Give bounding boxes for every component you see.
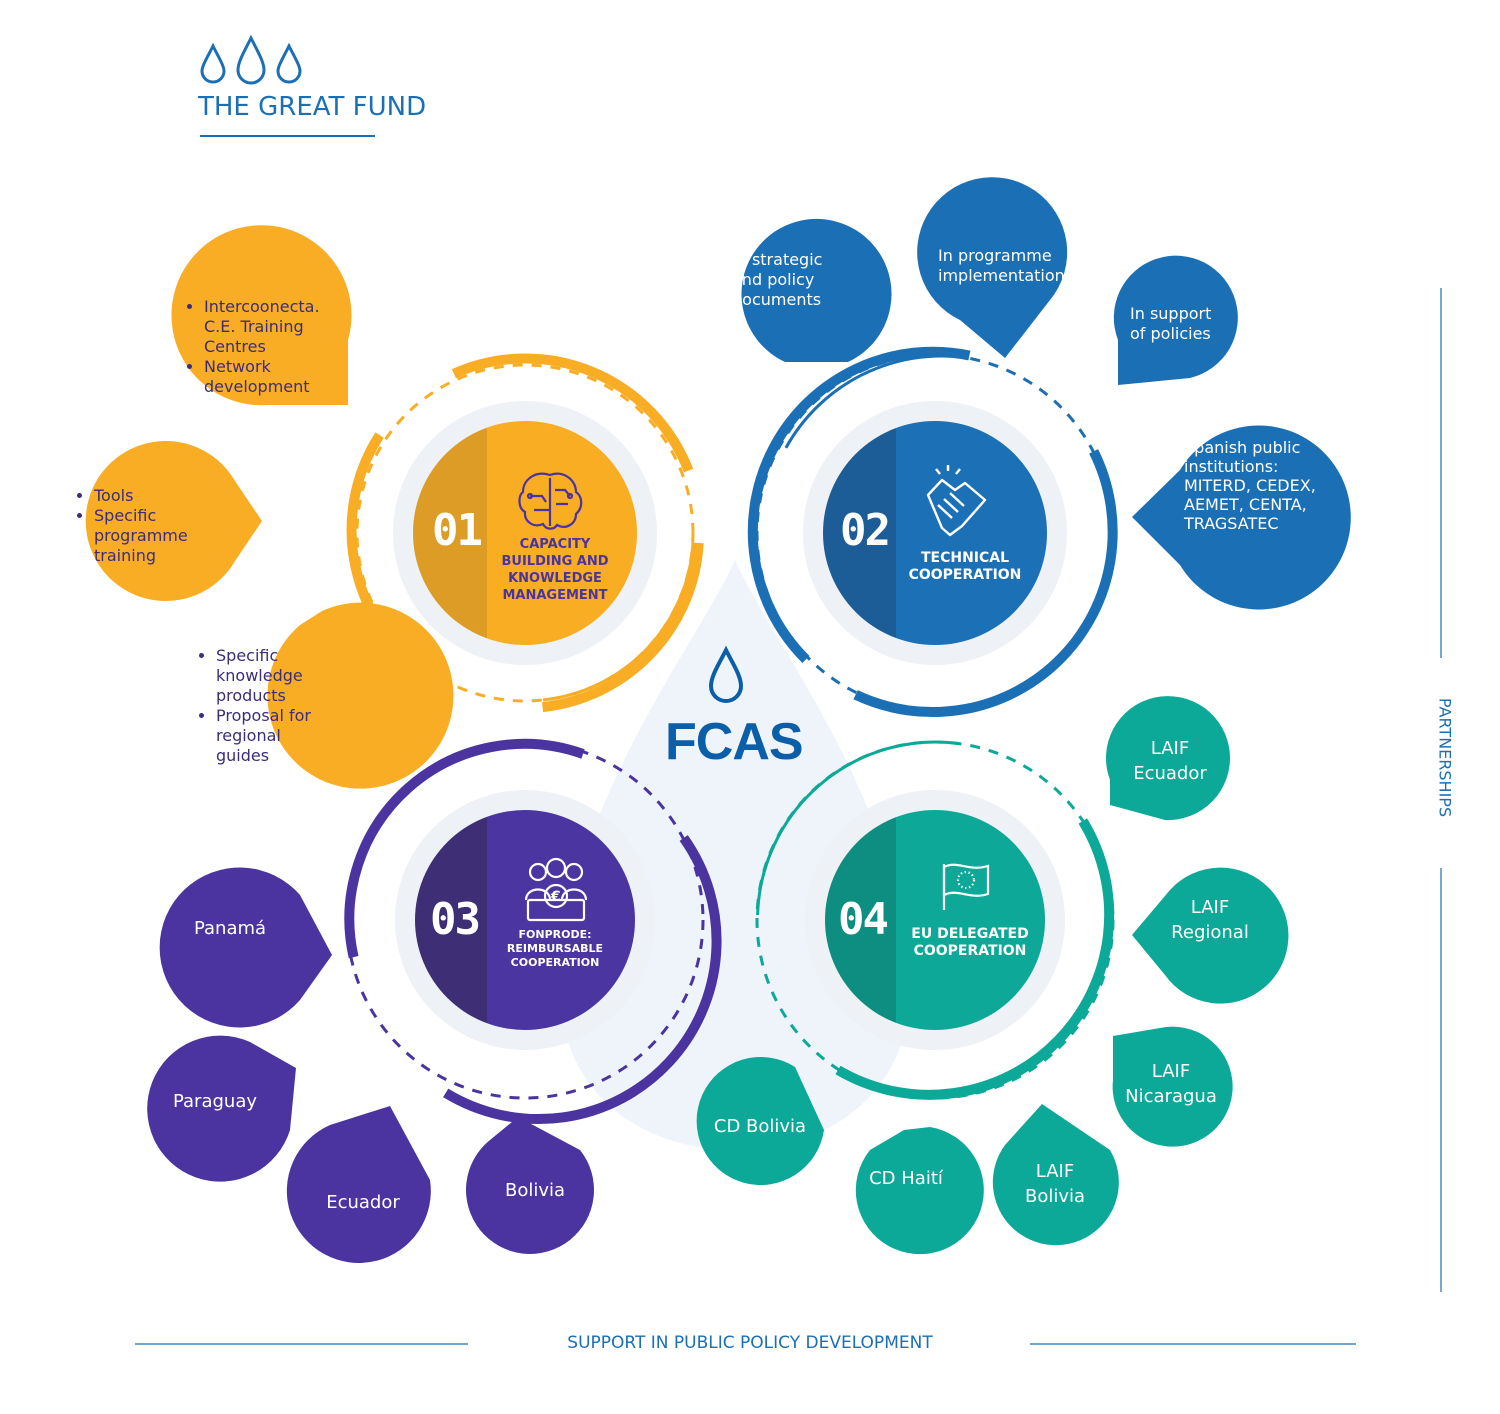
- hub-label: FCAS: [665, 713, 804, 771]
- brain-circuit-icon: [518, 472, 583, 530]
- partnerships-label: PARTNERSHIPS: [1435, 697, 1455, 818]
- node-04-caption: EU DELEGATED COOPERATION: [911, 926, 1029, 959]
- teal-bubble-3: [1112, 1026, 1233, 1147]
- orange-group: [85, 225, 704, 789]
- node-03-caption: FONPRODE: REIMBURSABLE COOPERATION: [506, 928, 604, 969]
- teal-bubble-1-text: LAIF Ecuador: [1133, 738, 1207, 784]
- eu-flag-icon: [942, 863, 990, 910]
- bullet-item: Intercoonecta. C.E. Training Centres: [204, 297, 336, 357]
- node-01-disc: [393, 401, 657, 665]
- bullet-item: Network development: [204, 357, 336, 397]
- footer-label: SUPPORT IN PUBLIC POLICY DEVELOPMENT: [567, 1333, 933, 1353]
- fcas-drop: [559, 560, 911, 1150]
- purple-bubble-3-text: Ecuador: [326, 1192, 400, 1213]
- bullet-item: Specific knowledge products: [216, 646, 338, 706]
- bullet-item: Tools: [94, 486, 216, 506]
- blue-bubble-2: [917, 177, 1068, 358]
- purple-bubble-4: [466, 1117, 595, 1254]
- people-euro-icon: €: [524, 857, 588, 922]
- node-01-number: 01: [432, 505, 483, 556]
- purple-group: [147, 738, 722, 1263]
- node-02-caption: TECHNICAL COOPERATION: [908, 550, 1022, 583]
- blue-bubble-2-text: In programme implementation: [938, 246, 1065, 285]
- purple-bubble-2-text: Paraguay: [172, 1091, 258, 1112]
- blue-bubble-4: [1132, 425, 1351, 610]
- orange-bubble-3-text: Specific knowledge productsProposal for …: [198, 646, 338, 766]
- node-04-number: 04: [838, 894, 889, 945]
- teal-bubble-2: [1132, 867, 1289, 1004]
- purple-bubble-2: [147, 1035, 296, 1182]
- teal-bubble-3-text: LAIF Nicaragua: [1125, 1061, 1217, 1107]
- blue-bubble-3: [1113, 255, 1238, 385]
- page-title: THE GREAT FUND: [198, 92, 427, 122]
- orange-bubble-1: [171, 225, 352, 406]
- purple-bubble-4-text: Bolivia: [504, 1180, 566, 1201]
- bullet-item: Specific programme training: [94, 506, 216, 566]
- blue-bubble-4-text: Spanish public institutions: MITERD, CED…: [1184, 438, 1316, 533]
- node-01-caption: CAPACITY BUILDING AND KNOWLEDGE MANAGEME…: [501, 537, 609, 603]
- purple-bubble-1-text: Panamá: [193, 918, 267, 939]
- node-02-number: 02: [840, 505, 891, 556]
- teal-bubble-6: [696, 1056, 824, 1185]
- purple-bubble-3: [286, 1106, 431, 1263]
- blue-bubble-3-text: In support of policies: [1130, 304, 1212, 343]
- orange-bubble-1-text: Intercoonecta. C.E. Training CentresNetw…: [186, 297, 336, 397]
- water-drops-icon: [200, 34, 302, 85]
- orange-bubble-2-text: ToolsSpecific programme training: [76, 486, 216, 566]
- blue-bubble-1-text: In strategic and policy documents: [732, 250, 823, 309]
- blue-group: [741, 177, 1351, 718]
- teal-bubble-5: [855, 1127, 984, 1255]
- blue-bubble-1: [741, 218, 892, 362]
- bullet-item: Proposal for regional guides: [216, 706, 338, 766]
- purple-bubble-1: [159, 867, 332, 1028]
- teal-group: [696, 696, 1289, 1255]
- fcas-drop-icon: [708, 645, 744, 703]
- node-03-number: 03: [430, 894, 481, 945]
- teal-bubble-6-text: CD Bolivia: [713, 1116, 807, 1137]
- teal-bubble-5-text: CD Haití: [869, 1168, 943, 1189]
- node-03-disc: [395, 790, 655, 1050]
- node-02-disc: [803, 401, 1067, 665]
- handshake-icon: [926, 465, 987, 537]
- orange-bubble-3: [267, 602, 454, 789]
- teal-bubble-4-text: LAIF Bolivia: [1024, 1161, 1086, 1207]
- orange-bubble-2: [85, 441, 262, 601]
- teal-bubble-4: [992, 1104, 1119, 1246]
- teal-bubble-2-text: LAIF Regional: [1171, 897, 1249, 943]
- svg-text:€: €: [550, 889, 561, 905]
- teal-bubble-1: [1105, 696, 1230, 821]
- node-04-disc: [805, 790, 1065, 1050]
